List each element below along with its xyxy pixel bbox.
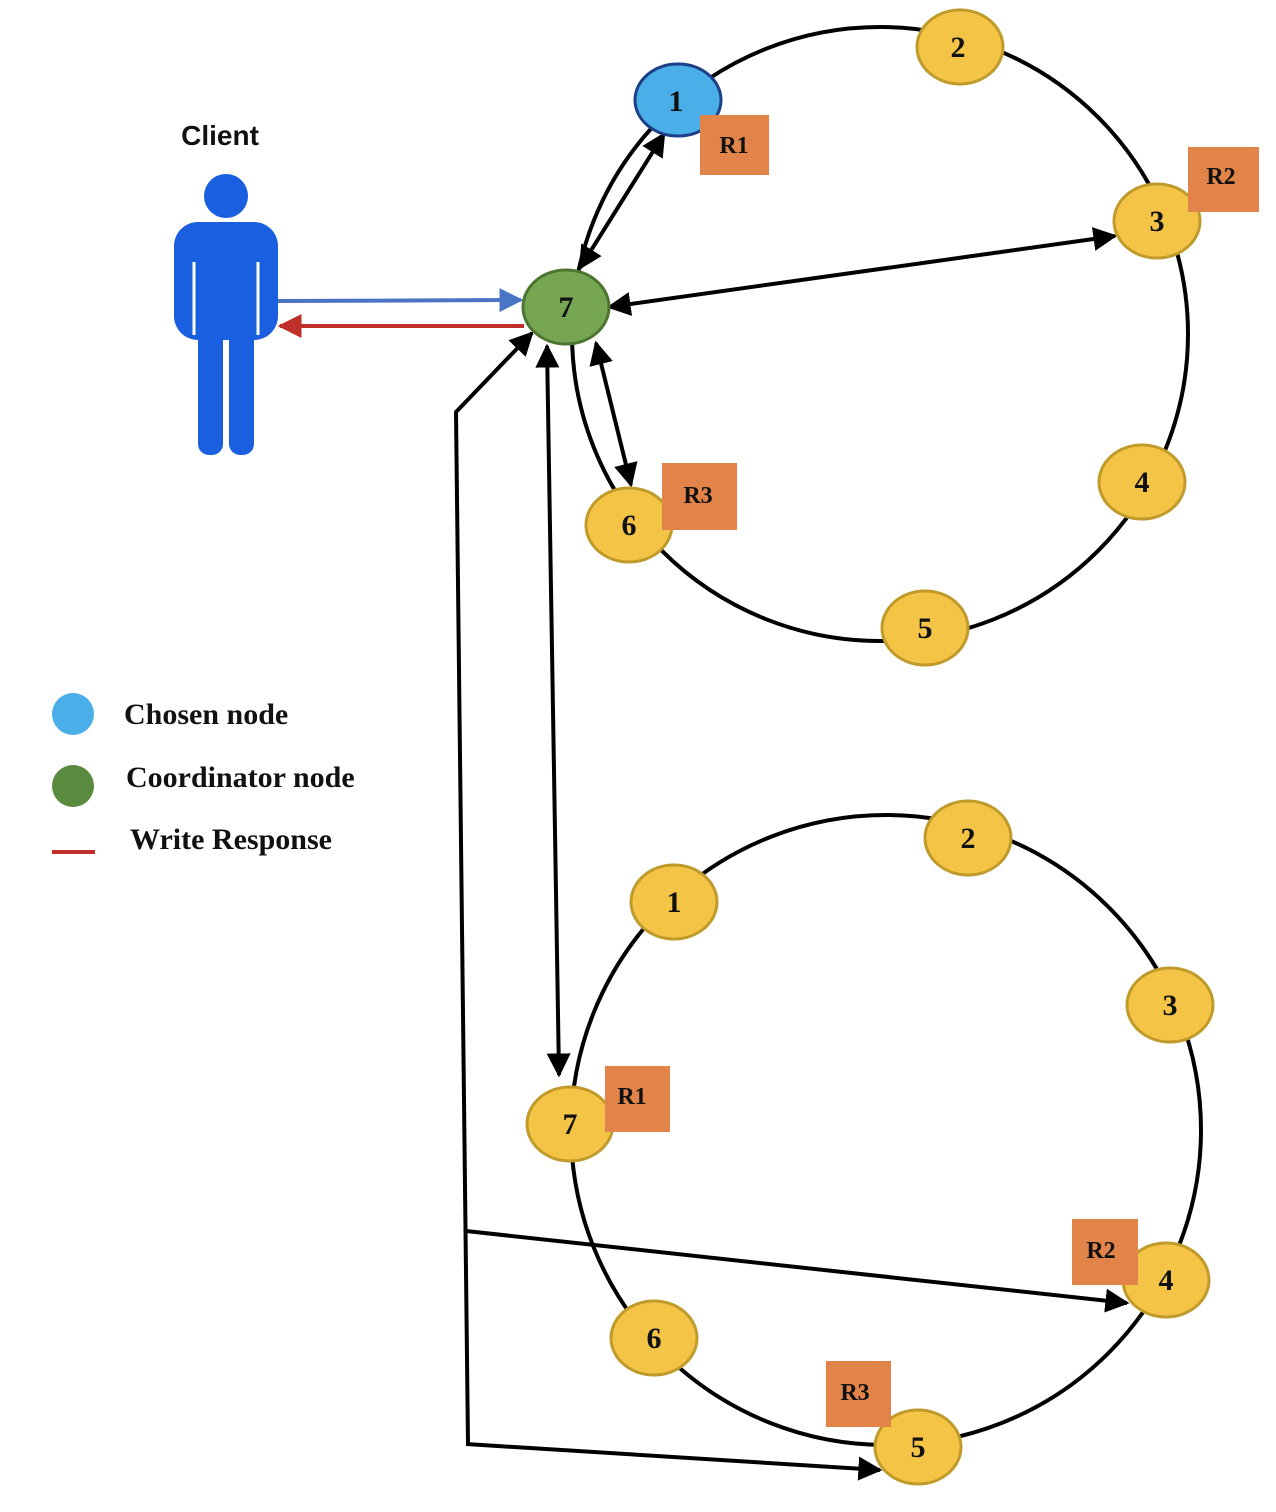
svg-text:R2: R2 [1086,1238,1115,1264]
routing-path [453,331,1130,1481]
svg-text:4: 4 [1135,466,1150,499]
legend-chosen: Chosen node [52,693,288,735]
svg-text:3: 3 [1150,205,1165,238]
top-node-3: 3 [1112,182,1202,260]
bottom-replica-r3: R3 [826,1361,891,1427]
svg-text:6: 6 [647,1322,662,1355]
bottom-node-6: 6 [609,1299,699,1377]
svg-text:R1: R1 [617,1084,646,1110]
bottom-node-3: 3 [1125,966,1215,1044]
person-icon [174,174,278,455]
svg-text:R2: R2 [1206,164,1235,190]
legend-coordinator-label: Coordinator node [126,761,355,794]
arrow-coordinator-to-node-1 [578,131,666,271]
arrow-to-bottom-node-5 [465,1442,883,1481]
top-node-1: 1 [633,62,723,138]
top-ring-arrows [535,131,1118,1078]
bottom-node-4: 4 [1121,1241,1211,1319]
client: Client [174,120,278,455]
svg-text:R3: R3 [840,1380,869,1406]
bottom-replica-r2: R2 [1072,1219,1138,1285]
top-node-5: 5 [880,589,970,667]
svg-text:3: 3 [1163,989,1178,1022]
client-label: Client [181,120,259,151]
bottom-replica-r1: R1 [605,1066,670,1132]
bottom-node-7: 7 [525,1085,615,1163]
svg-text:4: 4 [1159,1264,1174,1297]
top-replica-r1: R1 [700,115,769,175]
bottom-node-2: 2 [923,799,1013,877]
svg-text:7: 7 [559,291,574,324]
svg-text:6: 6 [622,509,637,542]
arrow-coordinator-to-bottom-node-7 [535,343,571,1078]
svg-text:7: 7 [563,1108,578,1141]
top-node-2: 2 [915,8,1005,86]
request-arrow [277,288,524,313]
arrow-coordinator-to-node-3 [606,227,1118,316]
svg-text:2: 2 [951,31,966,64]
arrow-to-bottom-node-4 [465,1229,1130,1313]
person-icon-details [192,262,260,335]
top-node-7-coordinator: 7 [521,268,611,346]
chosen-node-swatch [52,693,94,735]
coordinator-node-swatch [52,765,94,807]
bottom-node-5: 5 [873,1408,963,1486]
top-node-6: 6 [584,486,674,564]
path-trunk [453,331,534,1445]
svg-text:R3: R3 [683,483,712,509]
legend-coordinator: Coordinator node [52,761,355,807]
legend-chosen-label: Chosen node [124,698,288,731]
svg-text:1: 1 [669,85,684,118]
top-replica-r3: R3 [662,463,737,530]
top-replica-r2: R2 [1188,147,1259,212]
svg-text:5: 5 [911,1431,926,1464]
bottom-node-1: 1 [629,863,719,941]
legend-write-response-label: Write Response [130,823,332,856]
legend: Chosen node Coordinator node Write Respo… [52,693,355,856]
svg-text:R1: R1 [719,133,748,159]
svg-text:2: 2 [961,822,976,855]
legend-write-response: Write Response [52,823,332,856]
top-node-4: 4 [1097,443,1187,521]
svg-text:1: 1 [667,886,682,919]
svg-text:5: 5 [918,612,933,645]
arrow-coordinator-to-node-6 [589,340,638,488]
